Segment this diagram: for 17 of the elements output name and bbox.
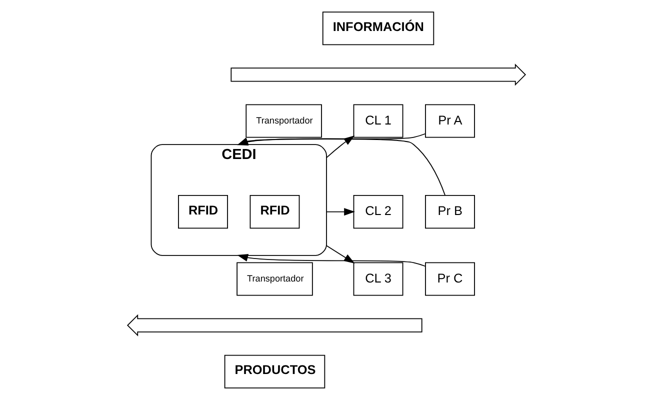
arrow xyxy=(326,208,354,216)
node-box: Transportador xyxy=(236,262,312,296)
arrow xyxy=(326,245,354,264)
node-box: Pr B xyxy=(424,195,474,229)
arrow xyxy=(236,254,426,267)
node-box: Transportador xyxy=(245,104,322,138)
node-box: PRODUCTOS xyxy=(224,354,325,388)
node-box: Pr A xyxy=(424,104,474,138)
node-box: INFORMACIÓN xyxy=(322,12,434,46)
node-box: RFID xyxy=(249,195,300,229)
node-box: RFID xyxy=(178,195,228,229)
node-box: CL 2 xyxy=(352,195,403,229)
node-arrow xyxy=(126,314,422,336)
node-box: CL 3 xyxy=(352,262,403,296)
node-box: CL 1 xyxy=(352,104,403,138)
node-arrow xyxy=(230,64,526,86)
node-box: Pr C xyxy=(424,262,474,296)
